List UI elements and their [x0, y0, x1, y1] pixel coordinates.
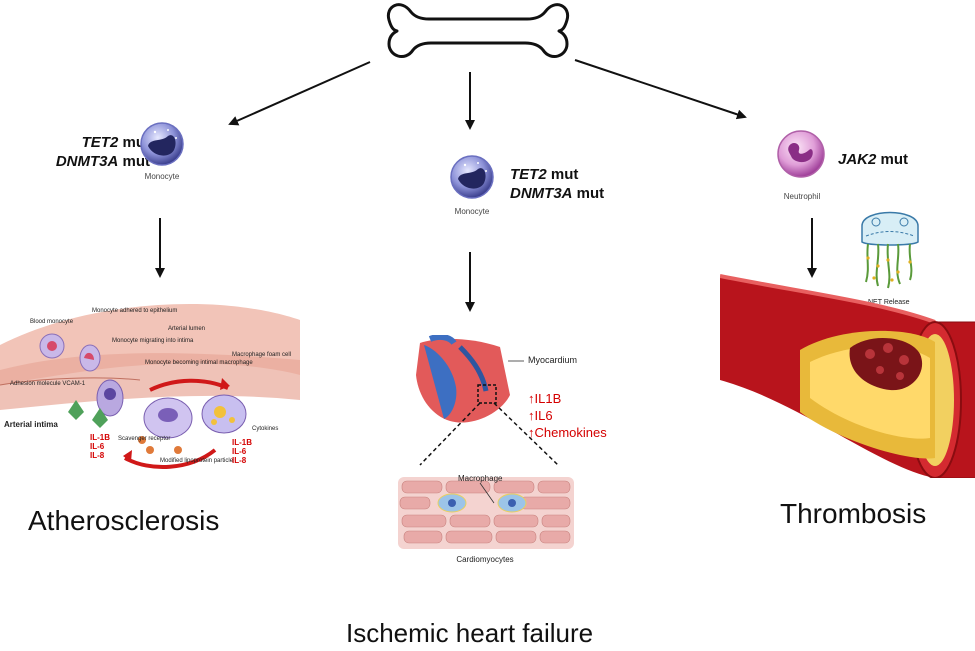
center-disease-label: Ischemic heart failure — [346, 618, 594, 648]
macrophage-label: Macrophage — [458, 474, 503, 483]
left-suffix2: mut — [118, 153, 150, 170]
left-gene2: DNMT3A — [55, 153, 119, 170]
center-cell-label: Monocyte — [454, 207, 490, 216]
net-release-figure — [861, 211, 919, 289]
label-cytokines: Cytokines — [252, 426, 278, 432]
right-mutation-labels: JAK2 mut — [838, 150, 908, 169]
cytokine-a-2: IL-6 — [90, 442, 105, 451]
marker-chemokines: ↑Chemokines — [528, 425, 607, 440]
label-migrating: Monocyte migrating into intima — [112, 338, 194, 344]
center-gene1: TET2 — [510, 166, 547, 183]
heart-figure — [398, 335, 574, 549]
left-cell-label: Monocyte — [144, 172, 180, 181]
atherosclerosis-figure: Blood monocyte Monocyte adhered to epith… — [0, 304, 300, 469]
center-markers: ↑IL1B ↑IL6 ↑Chemokines — [528, 390, 607, 441]
bone-icon — [386, 3, 570, 59]
cytokine-b-3: IL-8 — [232, 456, 247, 465]
right-gene1: JAK2 — [838, 151, 877, 168]
left-mutation-labels: TET2 mut DNMT3A mut — [50, 133, 150, 171]
cytokine-b-1: IL-1B — [232, 438, 252, 447]
center-monocyte-icon — [450, 155, 494, 199]
left-monocyte-icon — [140, 122, 184, 166]
right-suffix1: mut — [876, 151, 909, 168]
marker-il1b: ↑IL1B — [528, 391, 562, 406]
cytokine-b-2: IL-6 — [232, 447, 247, 456]
left-cytokines-b: IL-1B IL-6 IL-8 — [232, 438, 252, 465]
center-mutation-labels: TET2 mut DNMT3A mut — [510, 165, 604, 203]
arrow-to-left-branch — [228, 61, 371, 126]
neutrophil-icon — [777, 130, 825, 178]
label-foam: Macrophage foam cell — [232, 352, 291, 358]
label-scavenger: Scavenger receptor — [118, 436, 170, 442]
neutrophil-label: Neutrophil — [783, 192, 821, 201]
marker-il6: ↑IL6 — [528, 408, 553, 423]
label-arterial-intima: Arterial intima — [4, 420, 58, 429]
cytokine-a-1: IL-1B — [90, 433, 110, 442]
center-suffix1: mut — [546, 166, 579, 183]
label-modified: Modified lipoprotein particle — [160, 458, 234, 464]
label-adhered: Monocyte adhered to epithelium — [92, 308, 177, 314]
label-adhesion: Adhesion molecule VCAM-1 — [10, 381, 86, 387]
center-gene2: DNMT3A — [510, 185, 573, 202]
center-suffix2: mut — [572, 185, 605, 202]
left-gene1: TET2 — [81, 134, 119, 151]
arrow-to-right-branch — [574, 59, 747, 120]
cardiomyocytes-label: Cardiomyocytes — [456, 555, 514, 564]
label-becoming: Monocyte becoming intimal macrophage — [145, 360, 253, 366]
label-blood-monocyte: Blood monocyte — [30, 319, 74, 325]
left-disease-label: Atherosclerosis — [28, 505, 220, 536]
right-disease-label: Thrombosis — [780, 498, 927, 529]
thrombosis-vessel-figure — [720, 274, 975, 478]
cytokine-a-3: IL-8 — [90, 451, 105, 460]
cardiomyocyte-tissue — [398, 477, 574, 549]
left-cytokines-a: IL-1B IL-6 IL-8 — [90, 433, 110, 460]
myocardium-label: Myocardium — [528, 355, 578, 365]
label-arterial-lumen: Arterial lumen — [168, 326, 205, 332]
zoom-box — [477, 384, 497, 404]
net-release-label: NET Release — [868, 299, 910, 306]
